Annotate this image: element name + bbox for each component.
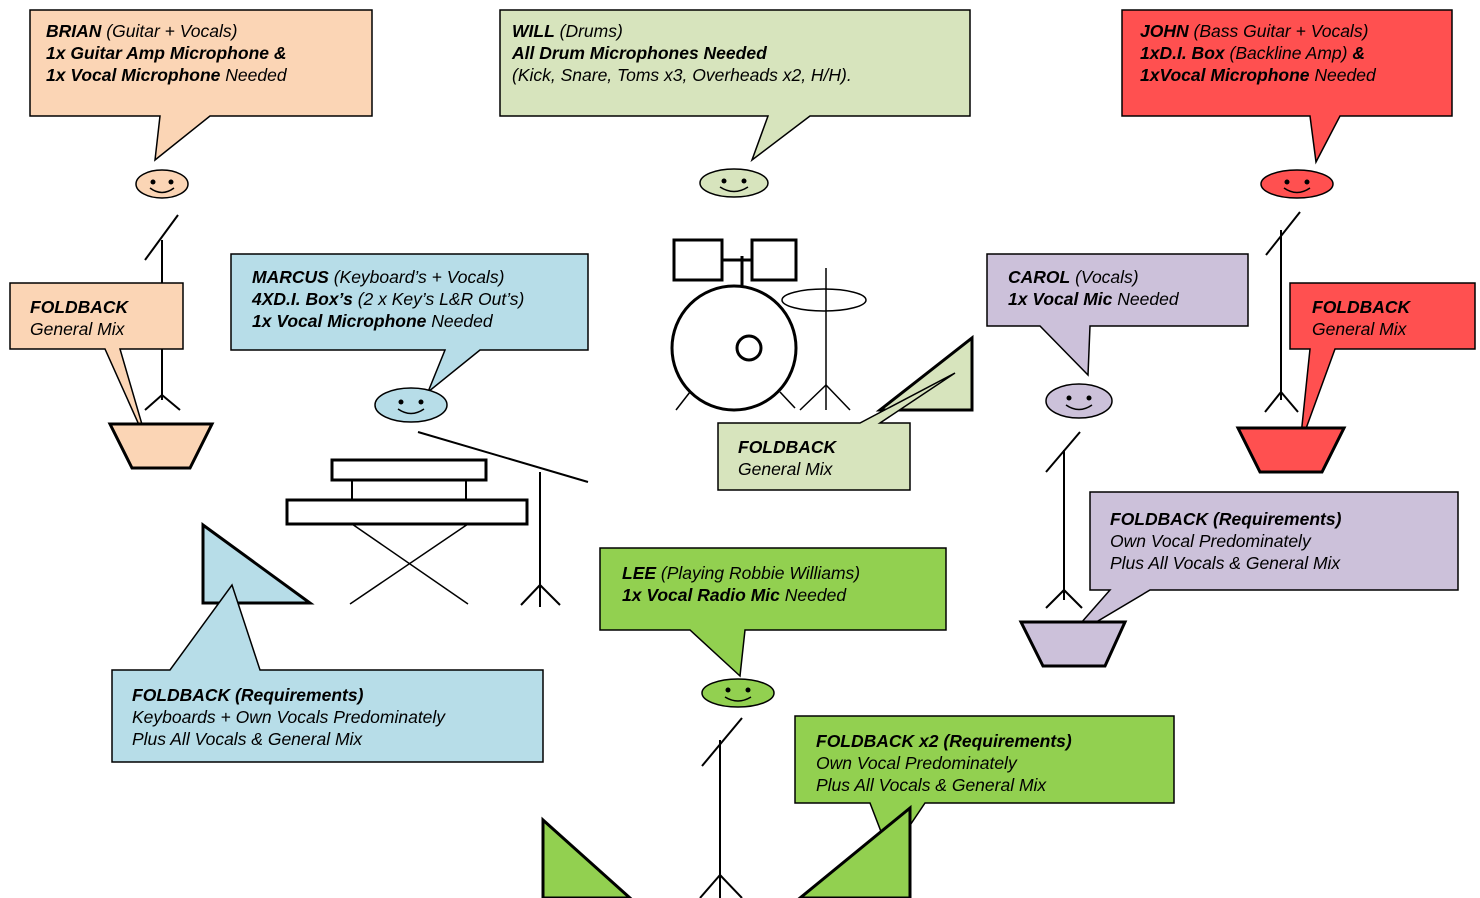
will-foldback-callout bbox=[717, 372, 956, 491]
lee-requirement: 1x Vocal Radio Mic bbox=[622, 585, 780, 605]
marcus-requirement-2: 1x Vocal Microphone bbox=[252, 311, 427, 331]
lee-foldback-line-1: Own Vocal Predominately bbox=[816, 753, 1017, 773]
carol-role: (Vocals) bbox=[1075, 267, 1139, 287]
john-ampersand: & bbox=[1352, 43, 1366, 63]
brian-name: BRIAN bbox=[46, 21, 102, 41]
will-callout bbox=[499, 9, 971, 163]
brian-group bbox=[9, 9, 373, 470]
carol-foldback-text: FOLDBACK (Requirements) Own Vocal Predom… bbox=[1110, 508, 1341, 574]
john-requirement-2: 1xVocal Microphone bbox=[1140, 65, 1310, 85]
john-amp-note: (Backline Amp) bbox=[1229, 43, 1348, 63]
brian-requirement-1: 1x Guitar Amp Microphone & bbox=[46, 43, 287, 63]
stick-figure-icon bbox=[699, 717, 743, 898]
brian-callout bbox=[29, 9, 373, 162]
brian-foldback-text: FOLDBACK General Mix bbox=[30, 296, 128, 340]
marcus-foldback-title: FOLDBACK (Requirements) bbox=[132, 685, 364, 705]
carol-foldback-callout bbox=[1065, 491, 1459, 641]
wedge-monitor-icon bbox=[875, 334, 974, 412]
john-foldback-mix: General Mix bbox=[1312, 319, 1407, 339]
john-name: JOHN bbox=[1140, 21, 1189, 41]
lee-name: LEE bbox=[622, 563, 657, 583]
stick-figure-icon bbox=[1045, 431, 1083, 609]
marcus-name: MARCUS bbox=[252, 267, 329, 287]
lee-group bbox=[541, 547, 1175, 898]
brian-callout-text: BRIAN (Guitar + Vocals) 1x Guitar Amp Mi… bbox=[46, 20, 287, 86]
wedge-monitor-icon bbox=[1018, 620, 1128, 668]
keyboard-stand-icon bbox=[285, 458, 529, 605]
will-foldback-title: FOLDBACK bbox=[738, 437, 837, 457]
john-foldback-callout bbox=[1289, 282, 1476, 446]
wedge-monitor-icon bbox=[797, 804, 912, 898]
brian-foldback-title: FOLDBACK bbox=[30, 297, 129, 317]
smiley-face-icon bbox=[699, 168, 769, 198]
john-callout bbox=[1121, 9, 1453, 165]
john-callout-text: JOHN (Bass Guitar + Vocals) 1xD.I. Box (… bbox=[1140, 20, 1376, 86]
lee-foldback-text: FOLDBACK x2 (Requirements) Own Vocal Pre… bbox=[816, 730, 1072, 796]
carol-callout-text: CAROL (Vocals) 1x Vocal Mic Needed bbox=[1008, 266, 1179, 310]
stick-figure-icon bbox=[1264, 211, 1301, 413]
john-role: (Bass Guitar + Vocals) bbox=[1193, 21, 1369, 41]
marcus-needed: Needed bbox=[431, 311, 493, 331]
mic-stand-icon bbox=[417, 431, 589, 607]
carol-foldback-line-1: Own Vocal Predominately bbox=[1110, 531, 1311, 551]
john-needed: Needed bbox=[1314, 65, 1376, 85]
smiley-face-icon bbox=[374, 387, 448, 423]
marcus-foldback-text: FOLDBACK (Requirements) Keyboards + Own … bbox=[132, 684, 445, 750]
lee-needed: Needed bbox=[784, 585, 847, 605]
lee-foldback-title: FOLDBACK x2 (Requirements) bbox=[816, 731, 1072, 751]
marcus-group bbox=[111, 253, 589, 763]
lee-foldback-line-2: Plus All Vocals & General Mix bbox=[816, 775, 1047, 795]
john-foldback-title: FOLDBACK bbox=[1312, 297, 1411, 317]
wedge-monitor-icon bbox=[201, 522, 315, 605]
carol-foldback-title: FOLDBACK (Requirements) bbox=[1110, 509, 1342, 529]
smiley-face-icon bbox=[135, 169, 189, 199]
carol-foldback-line-2: Plus All Vocals & General Mix bbox=[1110, 553, 1341, 573]
wedge-monitor-icon bbox=[541, 816, 633, 898]
carol-callout bbox=[986, 253, 1249, 377]
wedge-monitor-icon bbox=[1235, 426, 1347, 474]
lee-callout bbox=[599, 547, 947, 678]
john-group bbox=[1121, 9, 1476, 474]
marcus-callout bbox=[230, 253, 589, 395]
carol-requirement: 1x Vocal Mic bbox=[1008, 289, 1113, 309]
marcus-di-note: (2 x Key’s L&R Out’s) bbox=[357, 289, 525, 309]
brian-role: (Guitar + Vocals) bbox=[106, 21, 238, 41]
will-foldback-text: FOLDBACK General Mix bbox=[738, 436, 836, 480]
will-name: WILL bbox=[512, 21, 555, 41]
will-mic-list: (Kick, Snare, Toms x3, Overheads x2, H/H… bbox=[512, 65, 852, 85]
smiley-face-icon bbox=[1260, 169, 1334, 199]
marcus-foldback-line-2: Plus All Vocals & General Mix bbox=[132, 729, 363, 749]
wedge-monitor-icon bbox=[107, 422, 215, 470]
will-requirement: All Drum Microphones Needed bbox=[512, 43, 767, 63]
will-role: (Drums) bbox=[559, 21, 623, 41]
carol-name: CAROL bbox=[1008, 267, 1071, 287]
drum-kit-icon bbox=[670, 238, 867, 412]
brian-foldback-mix: General Mix bbox=[30, 319, 125, 339]
marcus-callout-text: MARCUS (Keyboard’s + Vocals) 4XD.I. Box’… bbox=[252, 266, 524, 332]
brian-foldback-callout bbox=[9, 282, 184, 446]
will-callout-text: WILL (Drums) All Drum Microphones Needed… bbox=[512, 20, 852, 86]
lee-callout-text: LEE (Playing Robbie Williams) 1x Vocal R… bbox=[622, 562, 860, 606]
smiley-face-icon bbox=[701, 678, 775, 708]
john-foldback-text: FOLDBACK General Mix bbox=[1312, 296, 1410, 340]
marcus-requirement-1: 4XD.I. Box’s bbox=[252, 289, 353, 309]
marcus-role: (Keyboard’s + Vocals) bbox=[333, 267, 505, 287]
john-requirement-1: 1xD.I. Box bbox=[1140, 43, 1225, 63]
will-foldback-mix: General Mix bbox=[738, 459, 833, 479]
carol-group bbox=[986, 253, 1459, 668]
marcus-foldback-callout bbox=[111, 583, 544, 763]
carol-needed: Needed bbox=[1117, 289, 1179, 309]
brian-requirement-2: 1x Vocal Microphone bbox=[46, 65, 221, 85]
will-group bbox=[499, 9, 974, 491]
lee-role: (Playing Robbie Williams) bbox=[660, 563, 861, 583]
marcus-foldback-line-1: Keyboards + Own Vocals Predominately bbox=[132, 707, 446, 727]
brian-needed: Needed bbox=[225, 65, 287, 85]
smiley-face-icon bbox=[1045, 383, 1113, 419]
